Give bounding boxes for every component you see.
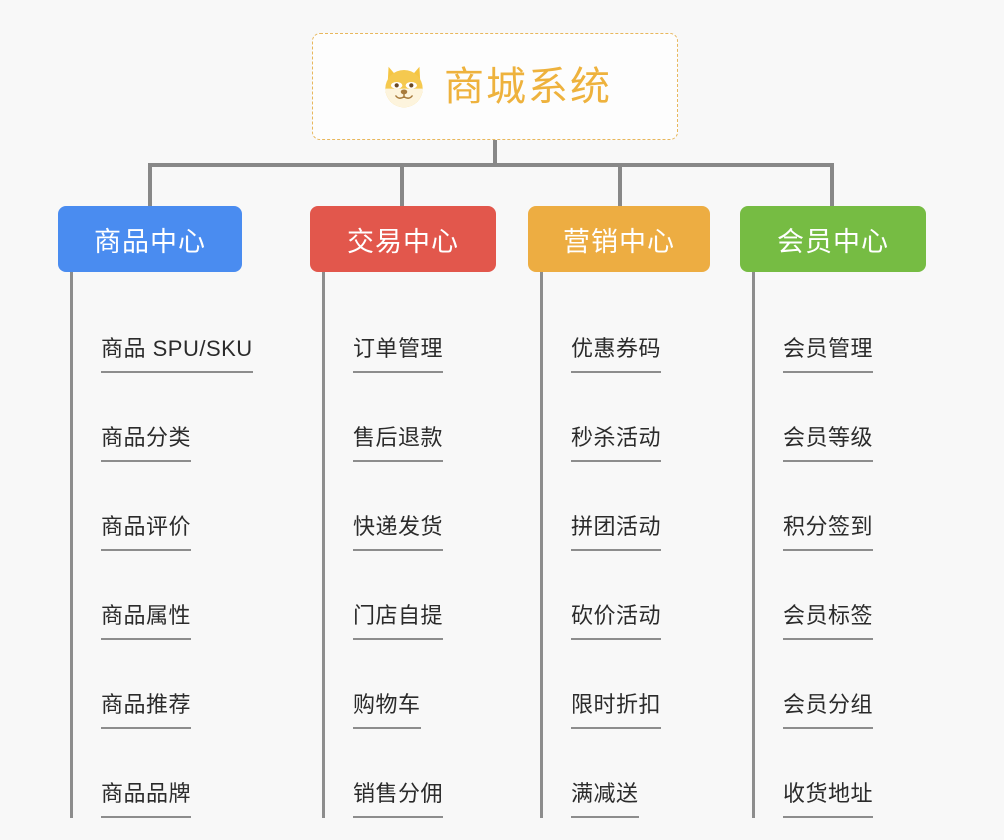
leaf-label: 会员管理 xyxy=(783,331,874,373)
list-item[interactable]: 商品品牌 xyxy=(73,729,316,818)
leaf-label: 商品推荐 xyxy=(101,687,192,729)
connector-drop-2 xyxy=(400,163,404,206)
category-label: 交易中心 xyxy=(347,226,459,257)
connector-stem xyxy=(493,140,497,166)
category-label: 会员中心 xyxy=(777,226,889,257)
leaf-label: 购物车 xyxy=(353,687,421,729)
list-item[interactable]: 会员管理 xyxy=(755,284,966,373)
root-title: 商城系统 xyxy=(444,64,612,109)
leaf-label: 快递发货 xyxy=(353,509,444,551)
connector-bus xyxy=(148,163,834,167)
list-item[interactable]: 商品属性 xyxy=(73,551,316,640)
leaf-label: 商品评价 xyxy=(101,509,192,551)
list-item[interactable]: 购物车 xyxy=(325,640,536,729)
leaf-list-product: 商品 SPU/SKU 商品分类 商品评价 商品属性 商品推荐 商品品牌 xyxy=(70,272,316,818)
leaf-label: 限时折扣 xyxy=(571,687,662,729)
list-item[interactable]: 秒杀活动 xyxy=(543,373,754,462)
leaf-label: 商品属性 xyxy=(101,598,192,640)
root-node[interactable]: 商城系统 xyxy=(312,33,678,140)
leaf-label: 商品品牌 xyxy=(101,776,192,818)
category-label: 商品中心 xyxy=(94,226,206,257)
leaf-label: 售后退款 xyxy=(353,420,444,462)
list-item[interactable]: 会员分组 xyxy=(755,640,966,729)
branch-column-trade: 交易中心 订单管理 售后退款 快递发货 门店自提 购物车 销售分佣 xyxy=(310,206,536,818)
list-item[interactable]: 拼团活动 xyxy=(543,462,754,551)
connector-drop-1 xyxy=(148,163,152,206)
connector-drop-4 xyxy=(830,163,834,206)
leaf-label: 会员等级 xyxy=(783,420,874,462)
leaf-label: 商品 SPU/SKU xyxy=(101,331,253,373)
list-item[interactable]: 会员标签 xyxy=(755,551,966,640)
list-item[interactable]: 砍价活动 xyxy=(543,551,754,640)
list-item[interactable]: 商品推荐 xyxy=(73,640,316,729)
leaf-label: 门店自提 xyxy=(353,598,444,640)
category-header-trade[interactable]: 交易中心 xyxy=(310,206,496,272)
list-item[interactable]: 收货地址 xyxy=(755,729,966,818)
leaf-label: 商品分类 xyxy=(101,420,192,462)
leaf-label: 销售分佣 xyxy=(353,776,444,818)
branch-column-product: 商品中心 商品 SPU/SKU 商品分类 商品评价 商品属性 商品推荐 商品品牌 xyxy=(58,206,316,818)
leaf-label: 会员标签 xyxy=(783,598,874,640)
leaf-label: 积分签到 xyxy=(783,509,874,551)
leaf-label: 满减送 xyxy=(571,776,639,818)
leaf-label: 拼团活动 xyxy=(571,509,662,551)
list-item[interactable]: 商品评价 xyxy=(73,462,316,551)
list-item[interactable]: 优惠券码 xyxy=(543,284,754,373)
leaf-label: 优惠券码 xyxy=(571,331,662,373)
leaf-label: 订单管理 xyxy=(353,331,444,373)
list-item[interactable]: 限时折扣 xyxy=(543,640,754,729)
list-item[interactable]: 商品 SPU/SKU xyxy=(73,284,316,373)
category-label: 营销中心 xyxy=(563,226,675,257)
connector-drop-3 xyxy=(618,163,622,206)
list-item[interactable]: 满减送 xyxy=(543,729,754,818)
list-item[interactable]: 订单管理 xyxy=(325,284,536,373)
category-header-product[interactable]: 商品中心 xyxy=(58,206,242,272)
leaf-label: 秒杀活动 xyxy=(571,420,662,462)
list-item[interactable]: 售后退款 xyxy=(325,373,536,462)
leaf-list-member: 会员管理 会员等级 积分签到 会员标签 会员分组 收货地址 xyxy=(752,272,966,818)
leaf-label: 砍价活动 xyxy=(571,598,662,640)
list-item[interactable]: 商品分类 xyxy=(73,373,316,462)
list-item[interactable]: 积分签到 xyxy=(755,462,966,551)
leaf-list-trade: 订单管理 售后退款 快递发货 门店自提 购物车 销售分佣 xyxy=(322,272,536,818)
leaf-label: 会员分组 xyxy=(783,687,874,729)
category-header-member[interactable]: 会员中心 xyxy=(740,206,926,272)
branch-column-marketing: 营销中心 优惠券码 秒杀活动 拼团活动 砍价活动 限时折扣 满减送 xyxy=(528,206,754,818)
leaf-list-marketing: 优惠券码 秒杀活动 拼团活动 砍价活动 限时折扣 满减送 xyxy=(540,272,754,818)
list-item[interactable]: 门店自提 xyxy=(325,551,536,640)
leaf-label: 收货地址 xyxy=(783,776,874,818)
branch-column-member: 会员中心 会员管理 会员等级 积分签到 会员标签 会员分组 收货地址 xyxy=(740,206,966,818)
list-item[interactable]: 快递发货 xyxy=(325,462,536,551)
list-item[interactable]: 销售分佣 xyxy=(325,729,536,818)
dog-face-icon xyxy=(378,61,430,113)
list-item[interactable]: 会员等级 xyxy=(755,373,966,462)
category-header-marketing[interactable]: 营销中心 xyxy=(528,206,710,272)
